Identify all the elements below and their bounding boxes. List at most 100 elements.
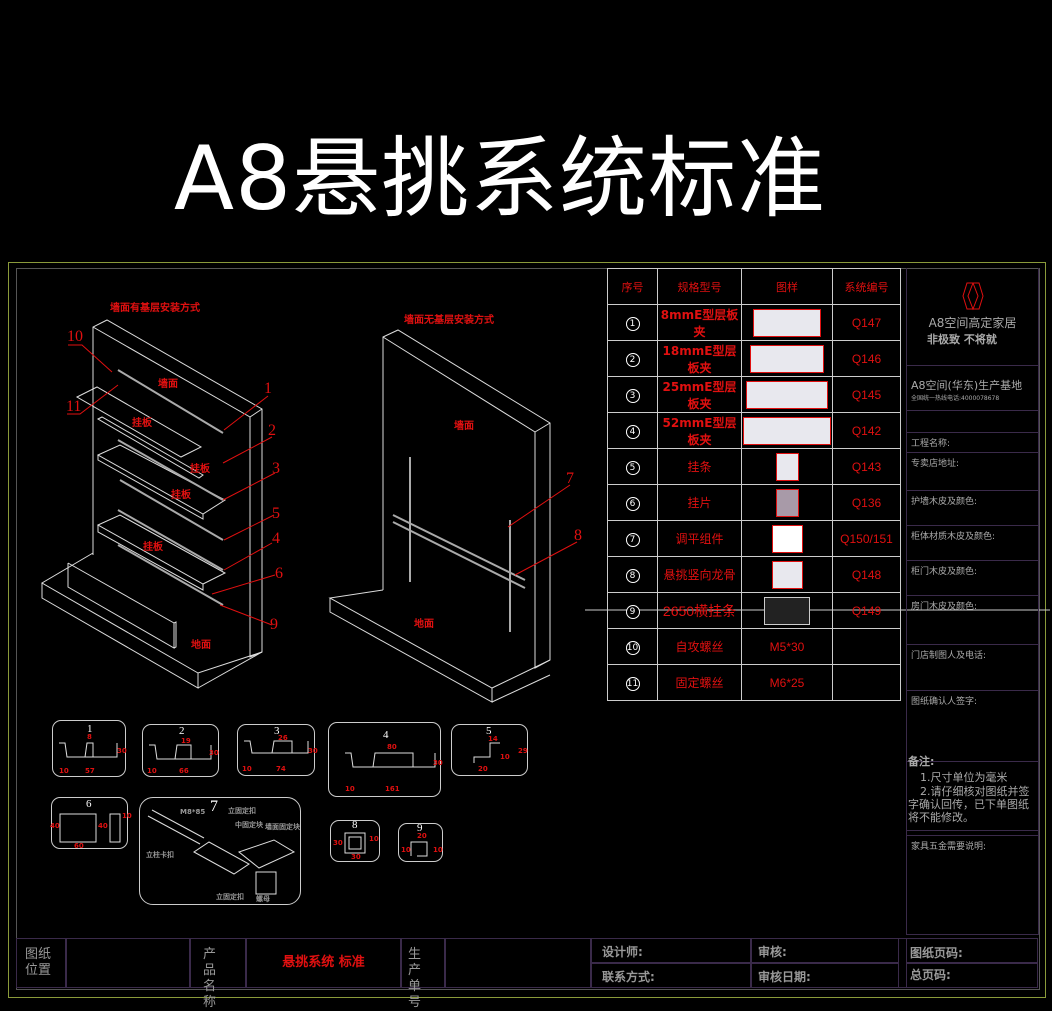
detail-number: 8	[352, 819, 358, 831]
row-spec: 8mmE型层板夹	[657, 304, 742, 341]
dim-label: 30	[308, 747, 318, 755]
right-view-title: 墙面无基层安装方式	[404, 315, 494, 326]
right-wall	[382, 329, 551, 669]
profile-thumbnail	[746, 380, 828, 409]
row-number: 9	[625, 604, 640, 619]
dim-label: 57	[85, 767, 95, 775]
field-cabinet-material: 柜体材质木皮及颜色:	[907, 526, 1038, 561]
dim-label: 10	[59, 767, 69, 775]
detail-label: 螺母	[256, 895, 270, 903]
field-drafter: 门店制图人及电话:	[907, 645, 1038, 691]
review-field: 审核:	[751, 938, 899, 963]
row-code: Q148	[832, 556, 901, 593]
header-code: 系统编号	[832, 268, 901, 305]
detail-label: 中固定块	[235, 821, 263, 829]
contact-field: 联系方式:	[591, 963, 751, 988]
profile-thumbnail	[775, 488, 799, 517]
field-store-address: 专卖店地址:	[907, 453, 1038, 491]
row-sample: M5*30	[741, 628, 833, 665]
row-code: Q145	[832, 376, 901, 413]
brand-name: A8空间高定家居	[928, 316, 1017, 330]
dim-label: 19	[181, 737, 191, 745]
detail-number: 6	[86, 798, 92, 810]
row-number: 11	[625, 676, 640, 691]
note-1: 1.尺寸单位为毫米	[920, 771, 1008, 784]
drawing-position-label: 图纸位置	[16, 938, 66, 988]
total-pages-field: 总页码:	[906, 963, 1038, 988]
shelf	[75, 386, 203, 458]
callout: 4	[272, 530, 280, 547]
dim-label: 40	[50, 822, 60, 830]
floor-label: 地面	[191, 640, 211, 651]
wall-label: 墙面	[454, 421, 474, 432]
dim-label: 74	[276, 765, 286, 773]
row-spec: 18mmE型层板夹	[657, 340, 742, 377]
order-no-value[interactable]	[445, 938, 591, 988]
detail-number: 7	[210, 798, 218, 815]
row-sample: M6*25	[741, 664, 833, 701]
detail-label: 立柱卡扣	[146, 851, 174, 859]
dim-label: 14	[488, 735, 498, 743]
row-number: 6	[625, 496, 640, 511]
row-spec: 挂条	[657, 448, 742, 485]
notes-title: 备注:	[908, 755, 935, 768]
detail-number: 2	[179, 725, 185, 737]
drawing-inner-frame	[16, 268, 1040, 990]
dim-label: 20	[417, 832, 427, 840]
row-spec: 52mmE型层板夹	[657, 412, 742, 449]
dim-label: 60	[74, 842, 84, 850]
row-spec: 悬挑竖向龙骨	[657, 556, 742, 593]
callout: 5	[272, 505, 280, 522]
profile-thumbnail	[753, 308, 821, 337]
header-no: 序号	[607, 268, 658, 305]
product-name: 悬挑系统 标准	[246, 938, 401, 988]
row-code: Q149	[832, 592, 901, 629]
dim-label: 10	[345, 785, 355, 793]
dim-label: 10	[242, 765, 252, 773]
wall-label: 墙面	[158, 379, 178, 390]
shelf-label: 挂板	[143, 542, 163, 553]
brand-slogan: 非极致 不将就	[927, 333, 997, 346]
header-sample: 图样	[741, 268, 833, 305]
left-base	[41, 552, 263, 674]
row-spec: 25mmE型层板夹	[657, 376, 742, 413]
left-view-title: 墙面有基层安装方式	[110, 303, 200, 314]
hotline: 全国统一热线电话:4000078678	[911, 395, 1000, 402]
field-room-door: 房门木皮及颜色:	[907, 596, 1038, 645]
row-spec: 自攻螺丝	[657, 628, 742, 665]
dim-label: 40	[98, 822, 108, 830]
dim-label: 30	[333, 839, 343, 847]
row-number: 1	[625, 316, 640, 331]
detail-number: 4	[383, 729, 389, 741]
callout: 10	[67, 328, 83, 345]
notes-block: 备注: 1.尺寸单位为毫米 2.请仔细核对图纸并签字确认回传，已下单图纸将不能修…	[907, 751, 1038, 831]
field-hardware: 家具五金需要说明:	[907, 835, 1038, 935]
dim-label: 30	[209, 749, 219, 757]
dim-label: 10	[369, 835, 379, 843]
profile-thumbnail	[771, 560, 803, 589]
field-confirm-signature: 图纸确认人签字:	[907, 691, 1038, 762]
designer-field: 设计师:	[591, 938, 751, 963]
callout: 2	[268, 422, 276, 439]
detail-number: 3	[274, 725, 280, 737]
row-number: 10	[625, 640, 640, 655]
row-number: 7	[625, 532, 640, 547]
order-no-label: 生产单号	[401, 938, 445, 1010]
field-project: 工程名称:	[907, 432, 1038, 453]
row-number: 2	[625, 352, 640, 367]
brand-block: A8空间高定家居 非极致 不将就	[907, 268, 1038, 366]
